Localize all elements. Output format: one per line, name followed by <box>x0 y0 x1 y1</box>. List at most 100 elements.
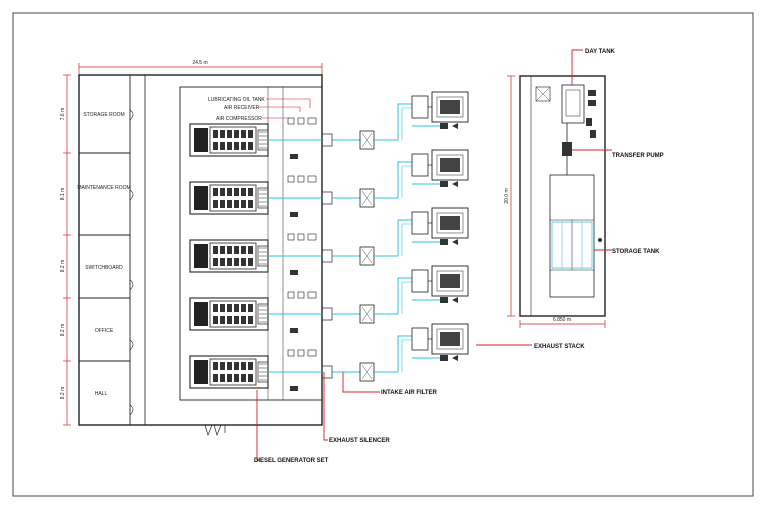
engine-cylinder <box>220 200 225 208</box>
exhaust-silencer <box>321 365 333 379</box>
exhaust-riser <box>397 219 412 256</box>
diesel-generator-set-label: DIESEL GENERATOR SET <box>254 458 329 464</box>
exhaust-silencer <box>321 133 333 147</box>
aux-box <box>287 233 295 241</box>
exhaust-riser <box>397 103 412 140</box>
stack-inner <box>436 270 464 292</box>
exhaust-riser <box>397 161 412 198</box>
tank-room-width-label: 6.850 m <box>553 317 571 323</box>
engine-cylinder <box>248 130 253 138</box>
engine-cylinder <box>227 130 232 138</box>
engine-cylinder <box>248 316 253 324</box>
stack-core <box>440 274 460 288</box>
generator-engine <box>209 184 257 212</box>
exhaust-riser <box>397 277 412 314</box>
exhaust-riser <box>401 281 412 314</box>
overall-width-dimension: 24.5 m <box>78 60 323 75</box>
stack-valve <box>440 123 448 129</box>
engine-cylinder <box>227 374 232 382</box>
filter-mark <box>361 364 373 380</box>
engine-cylinder <box>234 130 239 138</box>
stack-core <box>440 332 460 346</box>
engine-cylinder <box>241 258 246 266</box>
exhaust-riser <box>401 165 412 198</box>
filter-mark <box>361 248 373 264</box>
aux-box <box>290 270 298 275</box>
transfer-pump-label: TRANSFER PUMP <box>612 153 664 159</box>
stack-valve <box>440 239 448 245</box>
flow-arrow <box>452 181 458 187</box>
engine-cylinder <box>213 200 218 208</box>
engine-cylinder <box>241 200 246 208</box>
generator-unit <box>189 91 469 159</box>
engine-cylinder <box>213 362 218 370</box>
storage-tank-label: STORAGE TANK <box>612 249 660 255</box>
filter-mark <box>361 190 373 206</box>
exhaust-stack-label: EXHAUST STACK <box>534 344 585 350</box>
stack-valve <box>440 355 448 361</box>
engine-cylinder <box>227 200 232 208</box>
engine-cylinder <box>234 200 239 208</box>
room-label: OFFICE <box>95 328 114 334</box>
callout-leaders <box>256 49 612 461</box>
tank-room-height-label: 20.0 m <box>504 188 510 203</box>
aux-box <box>307 349 317 357</box>
engine-cylinder <box>227 258 232 266</box>
stack-housing <box>411 153 429 177</box>
generator-unit <box>189 323 469 391</box>
stack-inner <box>436 328 464 350</box>
filter-mark <box>361 132 373 148</box>
stack-housing <box>411 327 429 351</box>
engine-cylinder <box>234 258 239 266</box>
aux-box <box>297 349 305 357</box>
row-height-label: 8.2 m <box>60 260 66 273</box>
generator-engine <box>209 358 257 386</box>
aux-box <box>297 175 305 183</box>
generator-engine <box>209 126 257 154</box>
engine-cylinder <box>241 304 246 312</box>
aux-box <box>287 175 295 183</box>
aux-box <box>287 291 295 299</box>
room-label: SWITCHBOARD <box>85 265 123 271</box>
engine-cylinder <box>220 374 225 382</box>
engine-cylinder <box>248 304 253 312</box>
generator-unit <box>189 149 469 217</box>
stack-valve <box>440 297 448 303</box>
engine-cylinder <box>248 374 253 382</box>
engine-cylinder <box>213 258 218 266</box>
exhaust-silencer-label: EXHAUST SILENCER <box>329 438 390 444</box>
generator-unit <box>189 207 469 275</box>
flow-arrow <box>452 355 458 361</box>
exhaust-riser <box>401 107 412 140</box>
stack-inner <box>436 96 464 118</box>
aux-box <box>290 328 298 333</box>
engine-cylinder <box>220 316 225 324</box>
row-height-dimensions: 7.6 m 8.1 m 8.2 m 8.2 m 8.2 m <box>60 74 71 426</box>
engine-cylinder <box>241 142 246 150</box>
stack-housing <box>411 95 429 119</box>
air-receiver-label: AIR RECEIVER <box>224 105 260 111</box>
exhaust-silencer <box>321 191 333 205</box>
flow-arrow <box>452 123 458 129</box>
engine-cylinder <box>227 188 232 196</box>
air-compressor-label: AIR COMPRESSOR <box>216 116 262 122</box>
generator-alternator <box>194 302 208 326</box>
generator-alternator <box>194 128 208 152</box>
generator-alternator <box>194 360 208 384</box>
aux-box <box>287 349 295 357</box>
exhaust-riser <box>401 223 412 256</box>
generator-alternator <box>194 244 208 268</box>
day-tank-label: DAY TANK <box>585 49 616 55</box>
engine-cylinder <box>227 362 232 370</box>
engine-cylinder <box>213 130 218 138</box>
engine-cylinder <box>248 142 253 150</box>
engine-cylinder <box>234 188 239 196</box>
room-label: MAINTENANCE ROOM <box>77 185 130 191</box>
stack-inner <box>436 212 464 234</box>
engine-cylinder <box>220 246 225 254</box>
stack-core <box>440 100 460 114</box>
engine-cylinder <box>234 142 239 150</box>
exhaust-silencer <box>321 249 333 263</box>
lubricating-oil-tank-label: LUBRICATING OIL TANK <box>208 97 265 103</box>
